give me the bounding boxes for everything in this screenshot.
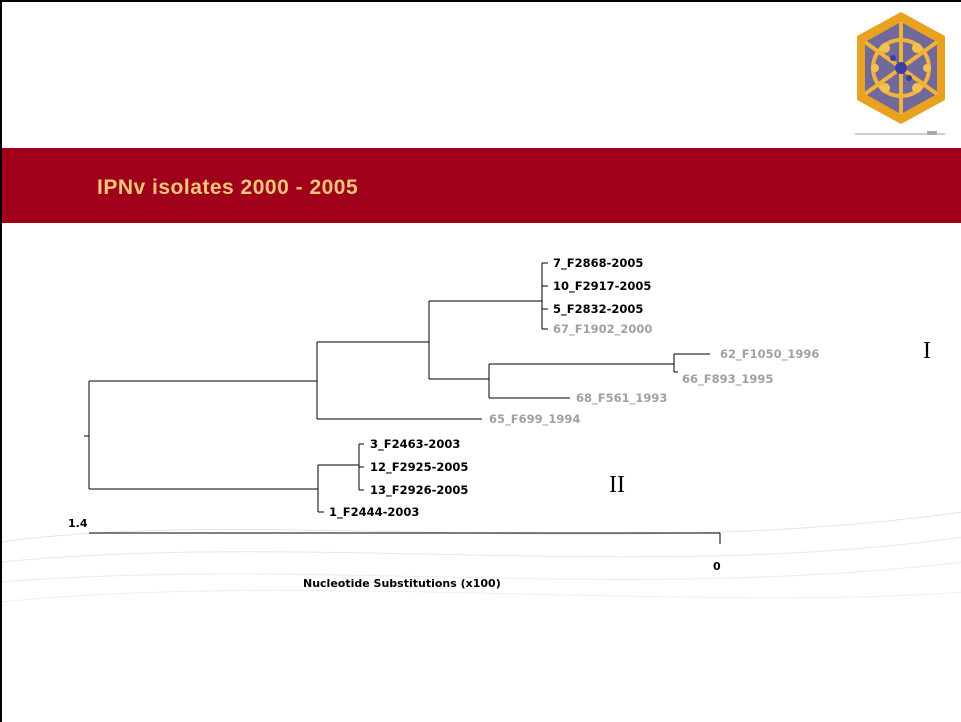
leaf-labels: 7_F2868-2005 10_F2917-2005 5_F2832-2005 67_… [329,256,819,520]
leaf-label: 1_F2444-2003 [329,505,419,520]
leaf-label: 10_F2917-2005 [553,279,651,294]
tree-branches [84,262,710,513]
title-banner: IPNv isolates 2000 - 2005 [2,148,961,223]
leaf-label: 3_F2463-2003 [370,437,460,452]
scale-start-label: 1.4 [68,517,88,530]
leaf-label: 5_F2832-2005 [553,302,643,317]
leaf-label: 7_F2868-2005 [553,256,643,271]
scale-end-label: 0 [713,560,721,573]
clade-label: I [923,338,931,364]
clade-label: II [609,472,625,498]
leaf-label: 66_F893_1995 [682,372,773,387]
leaf-label: 62_F1050_1996 [720,347,819,362]
scale-bar: 1.4 0 Nucleotide Substitutions (x100) [68,517,721,590]
leaf-label: 67_F1902_2000 [553,322,652,337]
virus-capsid-icon [855,12,945,135]
scale-axis-label: Nucleotide Substitutions (x100) [303,577,501,590]
slide-title: IPNv isolates 2000 - 2005 [97,176,359,199]
leaf-label: 12_F2925-2005 [370,460,468,475]
clade-labels: III [609,338,931,498]
leaf-label: 13_F2926-2005 [370,483,468,498]
leaf-label: 68_F561_1993 [576,391,667,406]
leaf-label: 65_F699_1994 [489,412,580,427]
